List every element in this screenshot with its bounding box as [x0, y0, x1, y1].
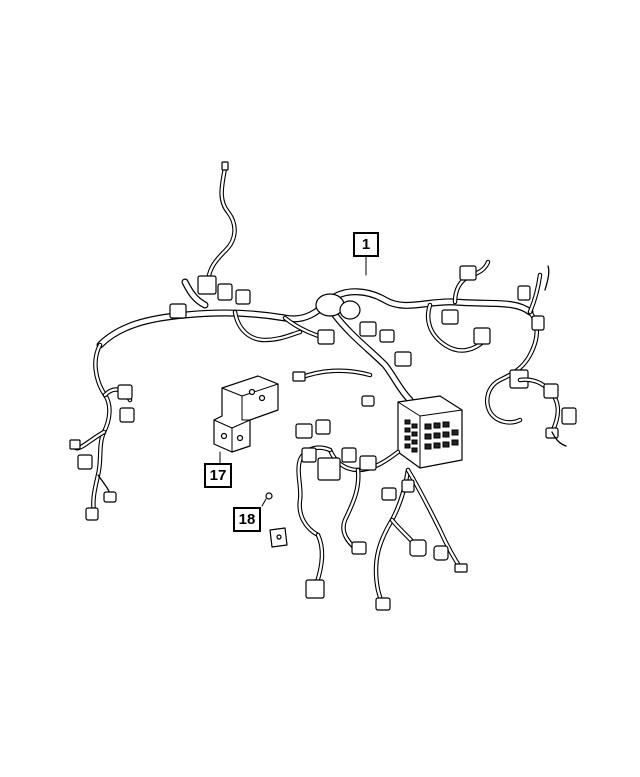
- mounting-bracket: [213, 375, 279, 464]
- fuse-array: [404, 419, 459, 453]
- callout-harness: 1: [353, 232, 379, 257]
- left-branch: [73, 342, 133, 515]
- callout-bracket: 17: [204, 463, 232, 488]
- upper-lead-wire: [205, 161, 237, 283]
- left-connectors: [69, 384, 135, 521]
- small-clip: [269, 527, 288, 548]
- screw: [261, 492, 273, 507]
- main-harness-trunk: [96, 278, 534, 404]
- upper-left-connectors: [169, 275, 335, 345]
- right-branch: [485, 265, 577, 447]
- upper-right-branch: [425, 259, 491, 353]
- callout-screw: 18: [233, 507, 261, 532]
- central-junction: [292, 293, 412, 407]
- fuse-box: [397, 395, 463, 469]
- lower-connectors: [295, 419, 468, 611]
